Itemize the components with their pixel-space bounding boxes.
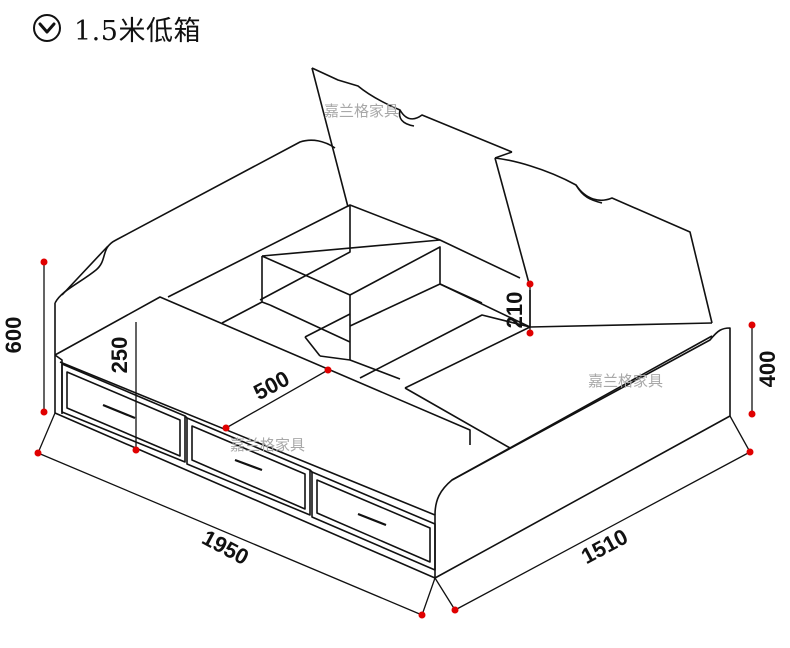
dim-compartment-height: 210 [502,292,527,329]
page-title: 1.5米低箱 [74,15,201,47]
title-bar: 1.5米低箱 [32,10,201,47]
drawer-right [311,471,436,571]
dimension-markers [34,258,756,619]
dim-total-height: 600 [1,317,26,354]
dim-drawer-height: 250 [107,337,132,374]
watermark-top: 嘉兰格家具 [324,102,399,120]
chevron-down-circle-icon [33,14,61,42]
drawer-left [61,363,186,463]
watermark-right: 嘉兰格家具 [588,372,663,390]
dimension-lines [37,262,753,616]
dim-compartment-width: 500 [249,366,293,405]
bed-drawing [54,67,731,579]
dim-end-height: 400 [755,351,780,388]
drawer-middle [186,417,311,516]
watermark-drawer: 嘉兰格家具 [230,436,305,454]
